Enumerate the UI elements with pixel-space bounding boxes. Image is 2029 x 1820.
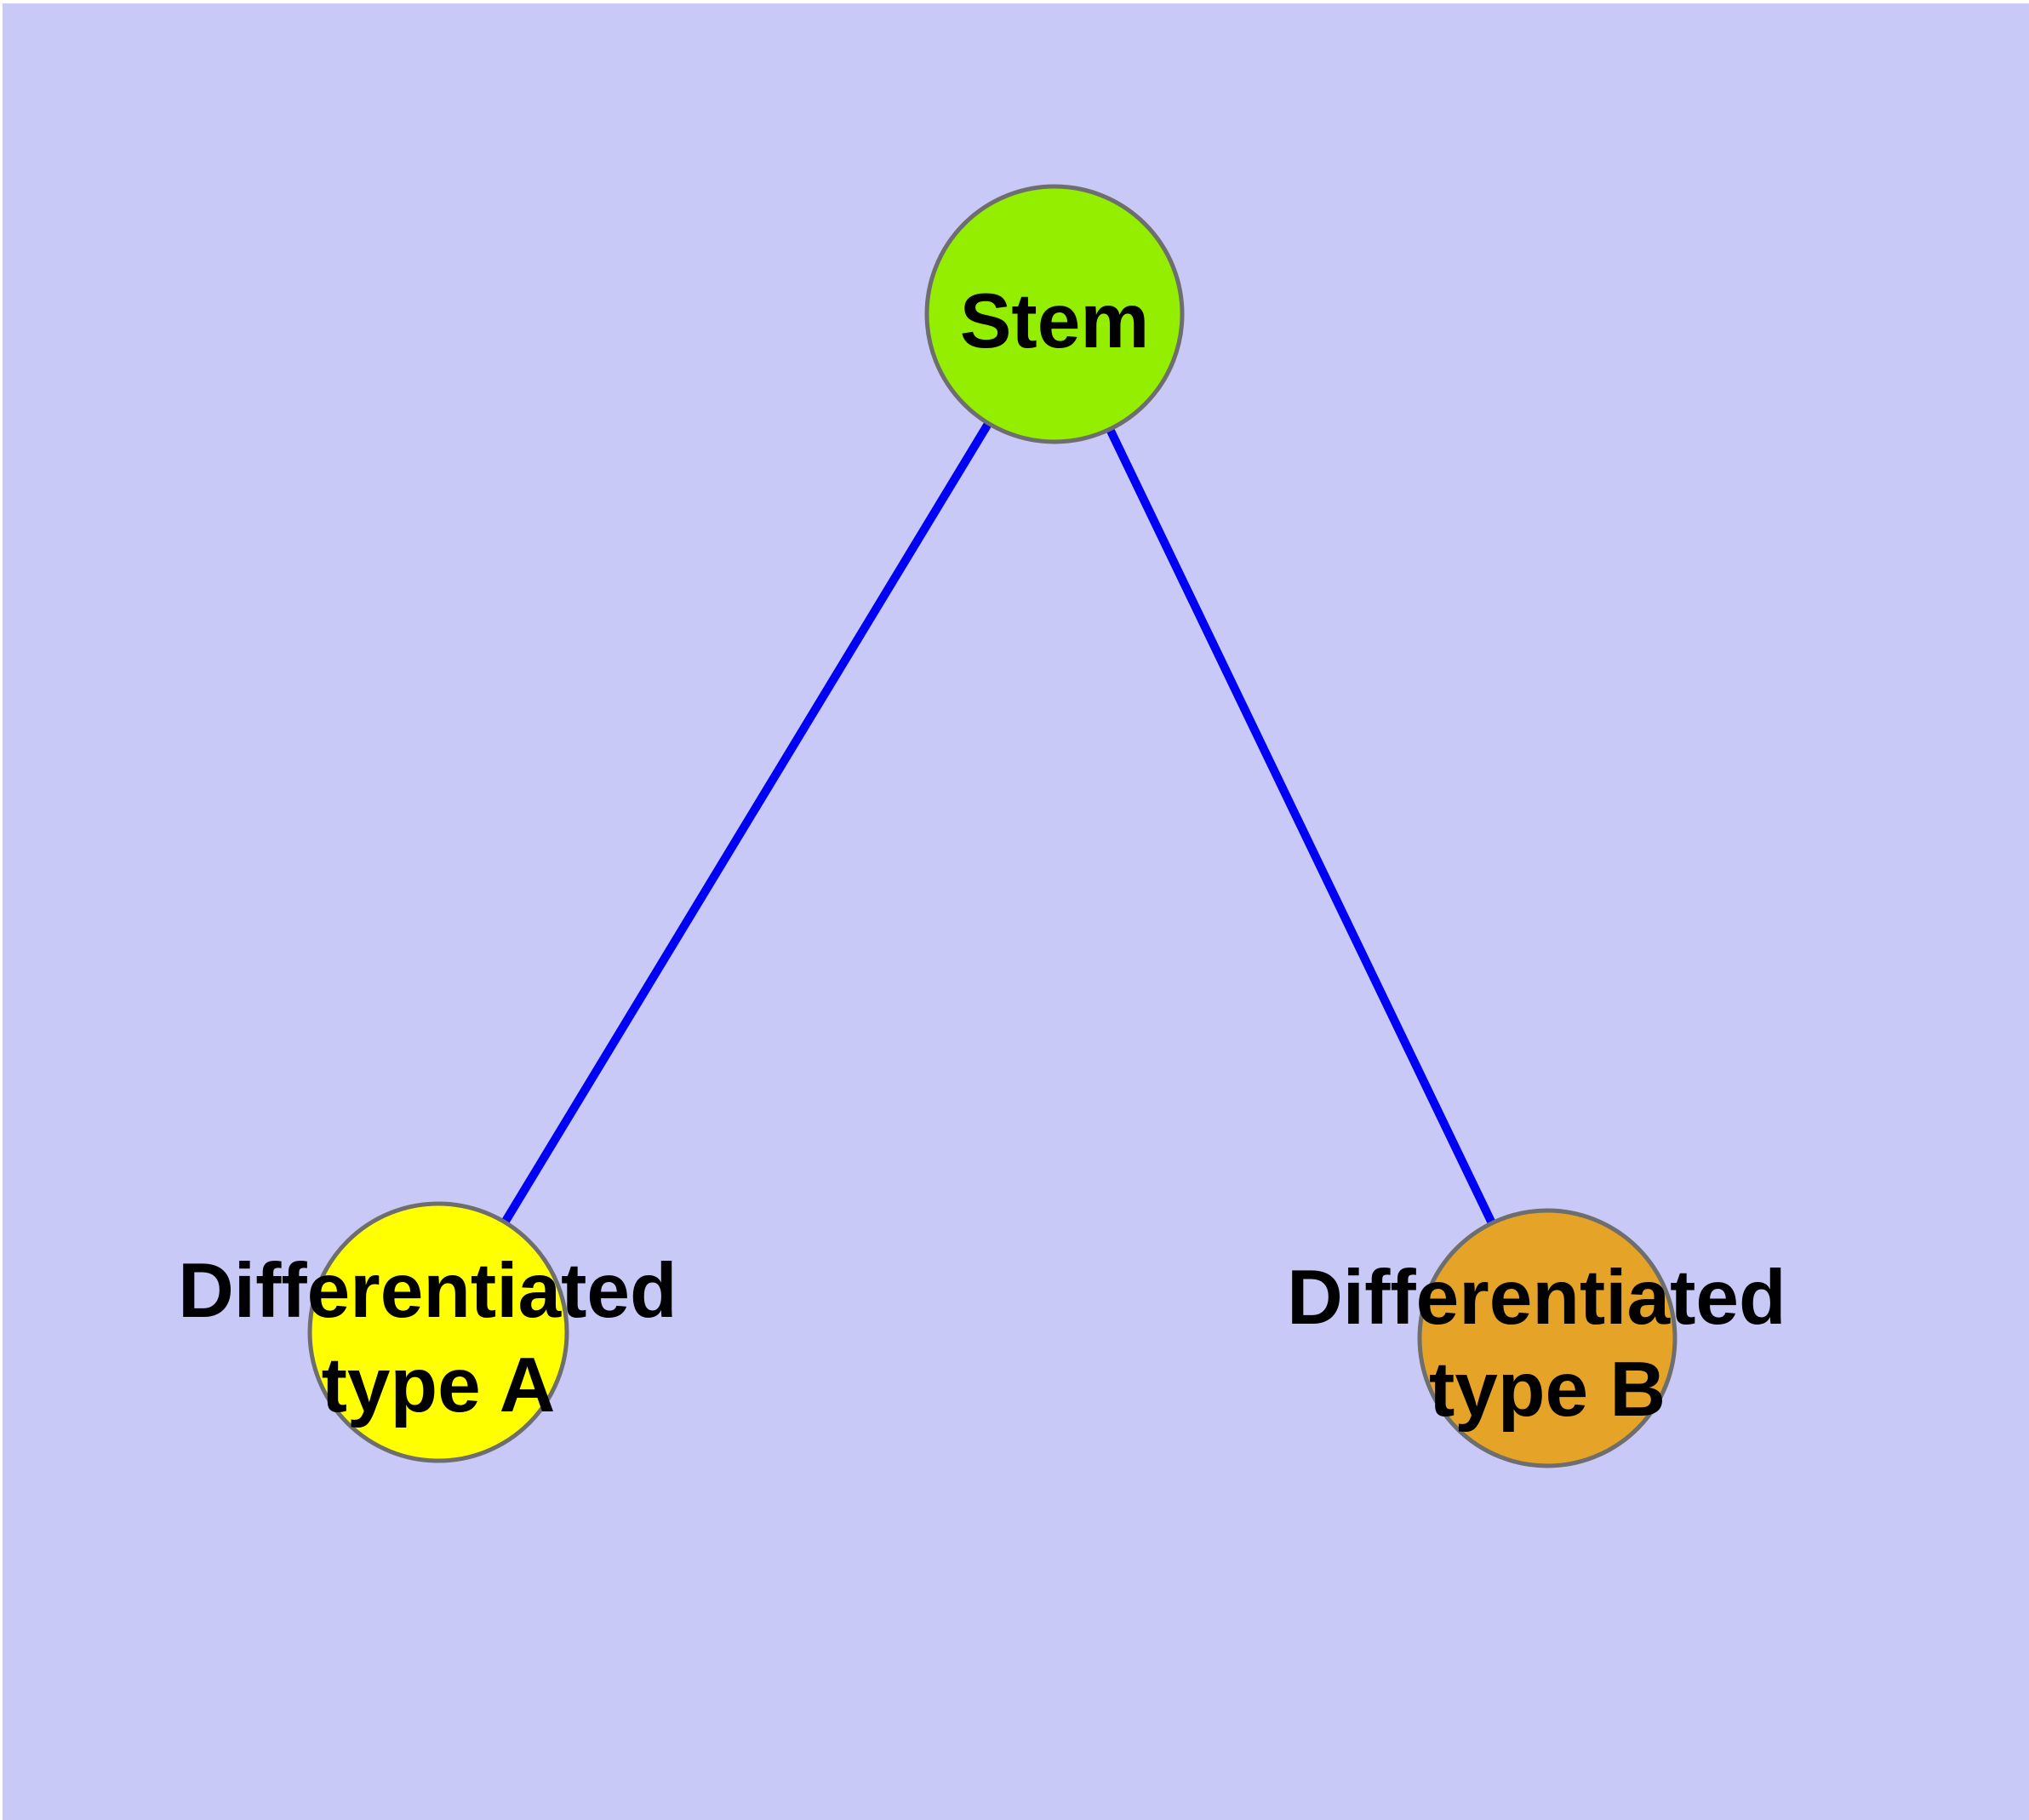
- node-differentiated-type-b-label-line2: type B: [1429, 1347, 1666, 1433]
- node-stem-circle: [924, 184, 1185, 444]
- node-differentiated-type-a-label: Differentiated type A: [178, 1248, 699, 1428]
- edge-stem-to-type-a: [434, 312, 1059, 1335]
- edge-stem-to-type-b: [1050, 312, 1552, 1341]
- node-differentiated-type-a-circle: [307, 1201, 569, 1463]
- node-stem-label: Stem: [960, 278, 1150, 364]
- node-differentiated-type-a-label-line2: type A: [322, 1342, 556, 1428]
- node-differentiated-type-a: Differentiated type A: [178, 1201, 699, 1463]
- node-stem: Stem: [924, 184, 1185, 444]
- node-differentiated-type-a-label-line1: Differentiated: [178, 1248, 677, 1334]
- node-differentiated-type-b-circle: [1417, 1208, 1677, 1468]
- node-stem-label-line1: Stem: [960, 278, 1150, 364]
- node-differentiated-type-b-label: Differentiated type B: [1287, 1255, 1808, 1433]
- node-differentiated-type-b-label-line1: Differentiated: [1287, 1255, 1786, 1341]
- node-differentiated-type-b: Differentiated type B: [1287, 1208, 1808, 1468]
